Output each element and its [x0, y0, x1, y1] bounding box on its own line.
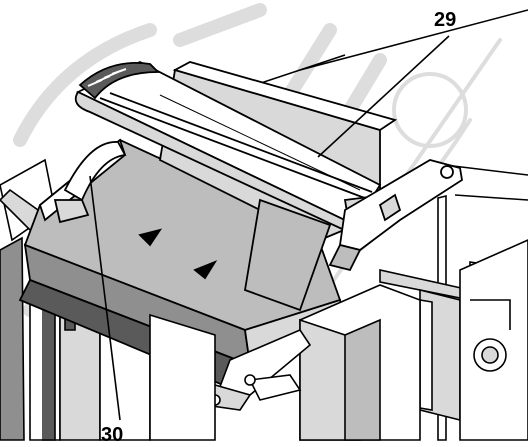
leader-line-29 [317, 35, 450, 158]
callout-30: 30 [101, 424, 124, 446]
leader-lines [89, 35, 450, 421]
lower-block [149, 284, 421, 441]
callout-29: 29 [434, 9, 457, 31]
background-lines [239, 9, 528, 201]
leader-line-30 [89, 175, 121, 421]
right-mechanism [379, 194, 528, 441]
lever-arm-icon [328, 159, 463, 272]
